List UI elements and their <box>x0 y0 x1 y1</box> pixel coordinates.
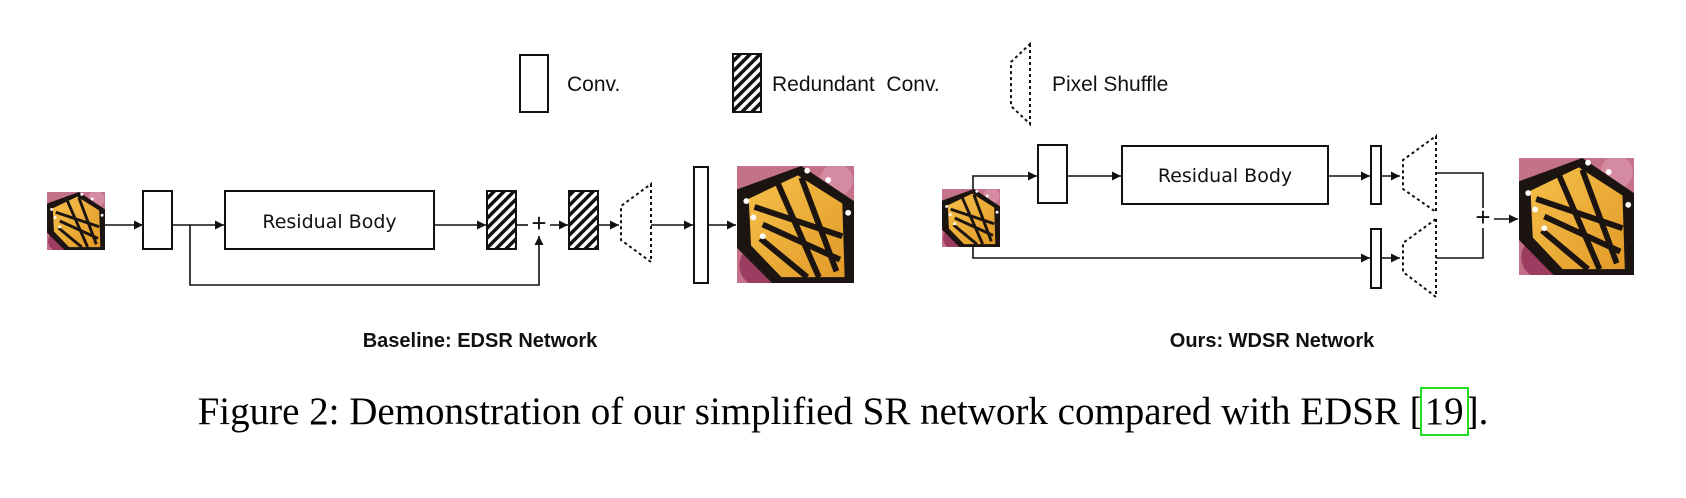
wdsr-pixel-shuffle-bottom <box>1402 217 1437 300</box>
figure-caption: Figure 2: Demonstration of our simplifie… <box>0 387 1686 436</box>
wdsr-input-image <box>942 189 1000 247</box>
wdsr-arrow <box>972 171 1037 189</box>
legend-redundant-conv-label: Redundant Conv. <box>772 73 940 96</box>
legend-pixel-shuffle-label: Pixel Shuffle <box>1052 73 1168 96</box>
wdsr-diagram: Residual Body + Ours: WDSR Network <box>942 134 1634 352</box>
wdsr-residual-body-label: Residual Body <box>1158 165 1292 187</box>
wdsr-output-image <box>1519 156 1634 279</box>
edsr-residual-body-label: Residual Body <box>262 211 396 233</box>
edsr-output-image <box>737 164 854 287</box>
legend-pixel-shuffle-symbol <box>1010 41 1031 127</box>
wdsr-conv-1 <box>1037 144 1068 204</box>
wdsr-pixel-shuffle-top <box>1402 134 1437 214</box>
legend: Conv. Redundant Conv. Pixel Shuffle <box>519 41 1168 127</box>
wdsr-skip-branch <box>972 247 1370 263</box>
edsr-conv-final <box>693 166 709 284</box>
legend-conv-symbol <box>519 54 549 113</box>
edsr-input-image <box>47 192 105 250</box>
edsr-pixel-shuffle <box>620 182 652 264</box>
edsr-plus-sign: + <box>531 208 546 238</box>
wdsr-conv-bottom <box>1370 228 1382 289</box>
edsr-skip-connection <box>189 225 544 286</box>
wdsr-merge-bottom <box>1436 228 1484 259</box>
edsr-residual-body <box>224 190 435 250</box>
wdsr-conv-top <box>1370 145 1382 205</box>
edsr-title: Baseline: EDSR Network <box>363 330 598 352</box>
caption-suffix: ]. <box>1465 390 1489 433</box>
wdsr-title: Ours: WDSR Network <box>1170 330 1375 352</box>
edsr-conv-1 <box>142 190 173 250</box>
edsr-redundant-conv-1 <box>486 190 517 250</box>
edsr-diagram: Residual Body + Baseline: EDSR Network <box>47 164 854 352</box>
wdsr-residual-body <box>1121 145 1329 205</box>
wdsr-merge-top <box>1436 172 1484 208</box>
caption-text: Figure 2: Demonstration of our simplifie… <box>197 390 1423 433</box>
legend-redundant-conv-symbol <box>732 53 762 113</box>
wdsr-plus-sign: + <box>1475 202 1490 232</box>
citation-link[interactable]: 19 <box>1419 387 1469 436</box>
legend-conv-label: Conv. <box>567 73 620 96</box>
edsr-redundant-conv-2 <box>568 190 599 250</box>
